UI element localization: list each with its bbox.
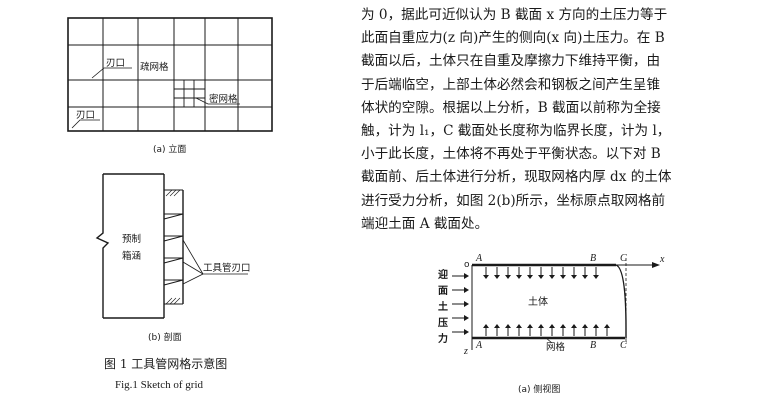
label-C-bottom: C: [620, 340, 627, 351]
side-label-char: 土: [438, 300, 448, 313]
side-label-char: 压: [438, 317, 448, 329]
caption-side-view: (a) 侧视图: [518, 383, 560, 395]
x-axis-arrow: [652, 262, 660, 268]
body-line: 于后端临空，上部土体必然会和钢板之间产生呈锥: [361, 76, 661, 93]
label-cutting-edge-top: 刃口: [106, 58, 125, 69]
figure-1-title-cn: 图 1 工具管网格示意图: [104, 356, 227, 371]
leader-dense-grid: [195, 97, 240, 105]
label-grid: 网格: [546, 341, 566, 353]
label-prefab: 预制: [122, 233, 141, 245]
section-drawing: [95, 173, 248, 319]
label-axis-x: x: [659, 254, 665, 265]
label-C-top: C: [620, 253, 627, 264]
body-line: 此面自重应力(z 向)产生的侧向(x 向)土压力。在 B: [361, 30, 665, 47]
label-B-bottom: B: [590, 340, 596, 351]
label-dense-grid: 密网格: [209, 93, 238, 105]
figure-2a-canvas: 迎 面 土 压 力: [438, 253, 665, 395]
label-soil: 土体: [528, 295, 548, 308]
side-label-char: 面: [438, 285, 448, 297]
label-A-top: A: [475, 253, 483, 264]
body-line: 触，计为 l₁，C 截面处长度称为临界长度，计为 l，: [361, 123, 671, 140]
label-B-top: B: [590, 253, 596, 264]
dense-grid-cell: [174, 80, 205, 107]
section-hatching: [165, 189, 181, 305]
leader-cutting-edge-top: [91, 67, 132, 79]
elevation-outline: [67, 17, 273, 132]
leader-cutting-edge-bottom: [71, 119, 100, 129]
label-box-culvert: 箱涵: [122, 250, 141, 262]
facing-pressure-arrows: [452, 273, 469, 335]
figure-1-title-en: Fig.1 Sketch of grid: [115, 379, 203, 391]
bottom-force-arrows: [483, 324, 610, 336]
body-line: 小于此长度，土体将不再处于平衡状态。以下对 B: [361, 146, 661, 163]
body-line: 体状的空隙。根据以上分析，B 截面以前称为全接: [361, 99, 661, 116]
body-line: 进行受力分析，如图 2(b)所示，坐标原点取网格前: [361, 192, 666, 209]
soil-boundary-curve: [615, 264, 627, 338]
body-line: 截面前、后土体进行分析，现取网格内厚 dx 的土体: [361, 169, 672, 186]
section-left-wall: [95, 174, 110, 318]
caption-elevation: (a) 立面: [153, 143, 186, 155]
body-line: 端迎土面 A 截面处。: [361, 215, 489, 232]
side-label-facing-pressure: 迎 面 土 压 力: [438, 268, 448, 345]
label-A-bottom: A: [475, 340, 483, 351]
body-line: 截面以后，土体只在自重及摩擦力下维持平衡，由: [361, 53, 661, 70]
figure-1-canvas: 刃口 疏网格 密网格 刃口 (a) 立面: [67, 17, 273, 391]
body-paragraph: 为 0，据此可近似认为 B 截面 x 方向的土压力等于 此面自重应力(z 向)产…: [361, 4, 756, 236]
side-label-char: 力: [438, 332, 448, 345]
side-label-char: 迎: [438, 268, 448, 281]
label-tool-pipe: 工具管刃口: [203, 262, 251, 274]
label-axis-z: z: [463, 346, 468, 357]
label-sparse-grid: 疏网格: [140, 61, 169, 73]
label-origin: o: [464, 260, 470, 270]
body-line: 为 0，据此可近似认为 B 截面 x 方向的土压力等于: [361, 7, 668, 23]
label-cutting-edge-bottom: 刃口: [76, 110, 95, 121]
caption-section: (b) 剖面: [148, 331, 182, 343]
top-force-arrows: [483, 267, 599, 279]
cutting-edge-teeth: [163, 213, 184, 286]
elevation-grid: [67, 17, 273, 132]
